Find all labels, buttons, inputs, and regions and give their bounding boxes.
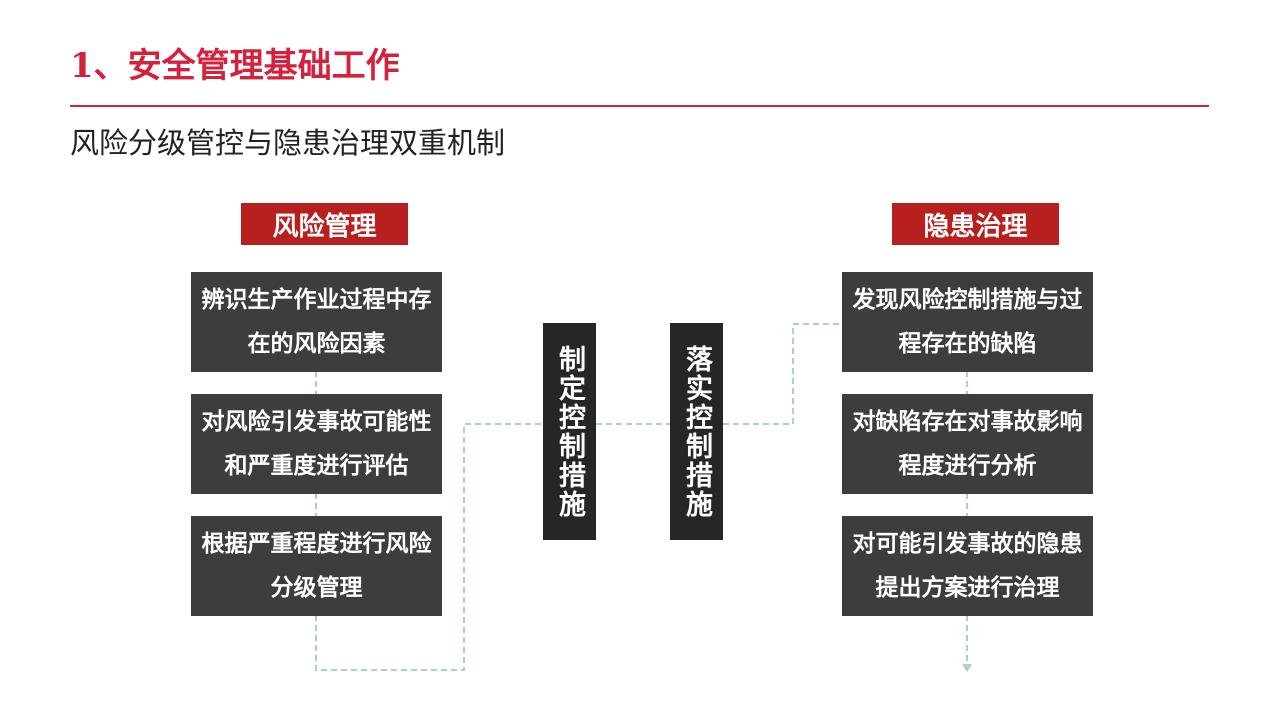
risk-step-3: 根据严重程度进行风险分级管理 xyxy=(191,516,442,616)
hazard-governance-header: 隐患治理 xyxy=(892,203,1059,245)
formulate-measures-box: 制定控制措施 xyxy=(543,323,596,540)
title-divider xyxy=(70,105,1209,107)
subtitle: 风险分级管控与隐患治理双重机制 xyxy=(70,126,506,160)
implement-measures-box: 落实控制措施 xyxy=(670,323,723,540)
hazard-step-3: 对可能引发事故的隐患提出方案进行治理 xyxy=(842,516,1093,616)
risk-step-2: 对风险引发事故可能性和严重度进行评估 xyxy=(191,394,442,494)
hazard-step-2: 对缺陷存在对事故影响程度进行分析 xyxy=(842,394,1093,494)
risk-management-header: 风险管理 xyxy=(241,203,408,245)
hazard-step-1: 发现风险控制措施与过程存在的缺陷 xyxy=(842,272,1093,372)
arrow-down-icon xyxy=(962,664,972,672)
risk-step-1: 辨识生产作业过程中存在的风险因素 xyxy=(191,272,442,372)
page-title: 1、安全管理基础工作 xyxy=(70,46,400,86)
